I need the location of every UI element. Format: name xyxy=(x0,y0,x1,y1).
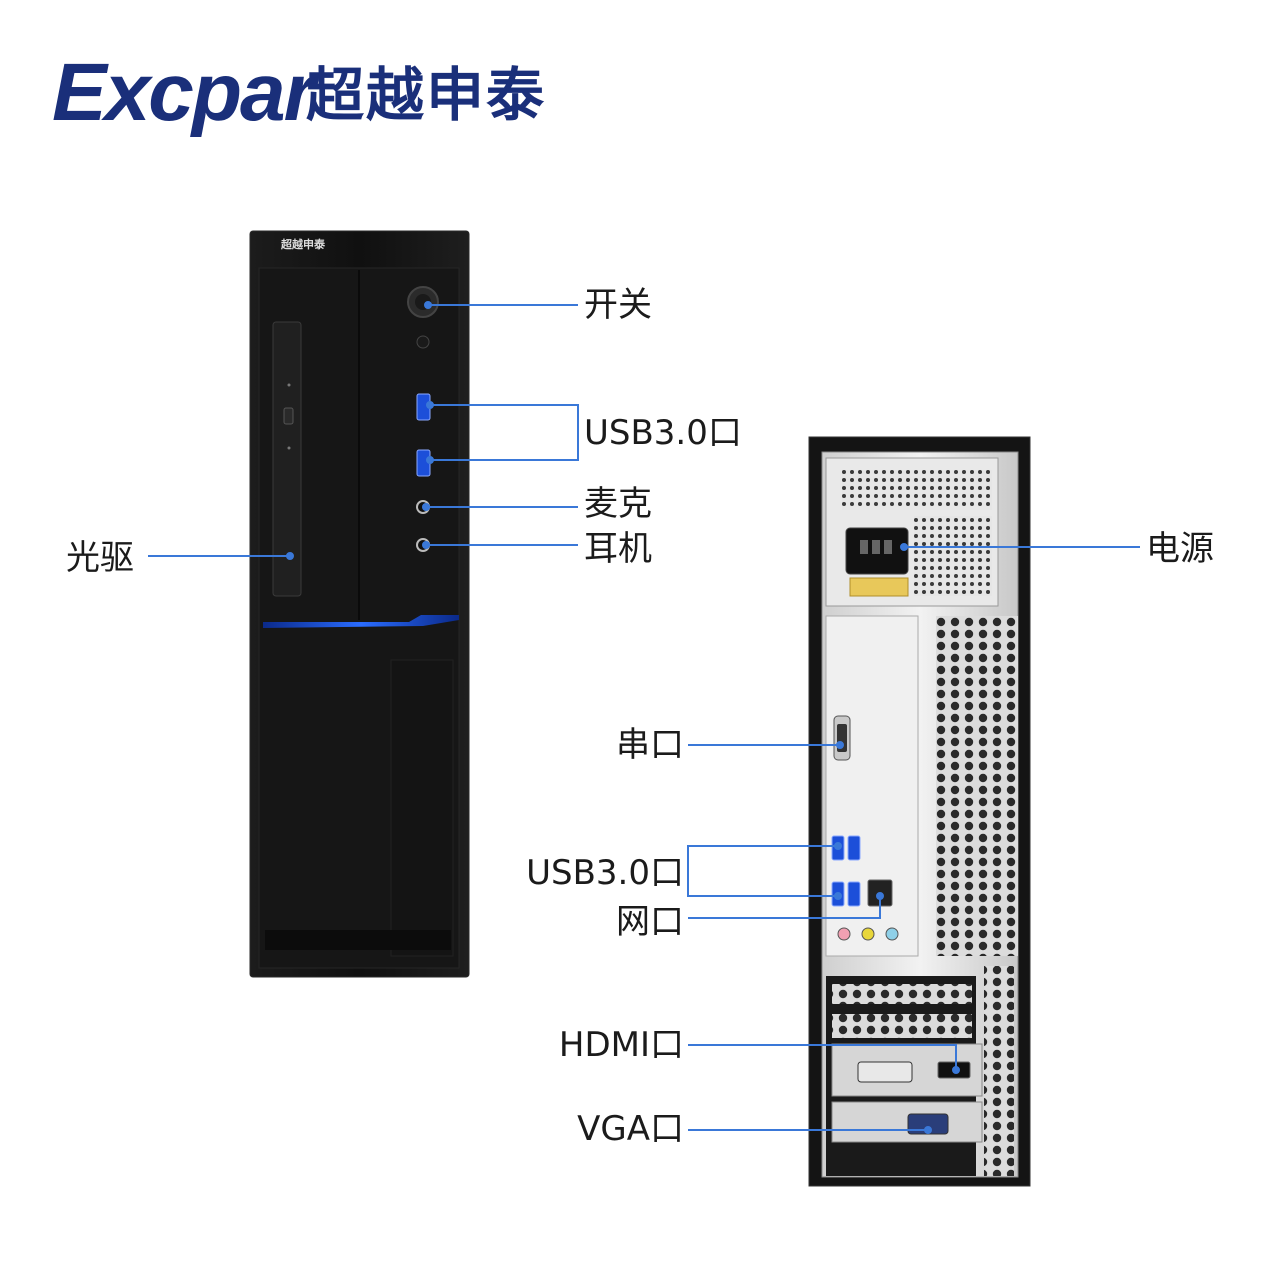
label-psu: 电源 xyxy=(1146,529,1214,569)
label-rear-usb: USB3.0口 xyxy=(526,853,684,893)
label-power: 开关 xyxy=(584,285,652,325)
front-case-illustration: 超越申泰 xyxy=(249,230,470,978)
label-optical-drive: 光驱 xyxy=(66,538,134,578)
label-front-usb: USB3.0口 xyxy=(584,413,742,453)
case-badge: 超越申泰 xyxy=(280,237,326,251)
brand-logo-cn: 超越申泰 xyxy=(306,61,547,129)
label-lan: 网口 xyxy=(616,902,684,942)
label-headphone: 耳机 xyxy=(584,529,652,569)
label-vga: VGA口 xyxy=(577,1109,684,1149)
label-hdmi: HDMI口 xyxy=(558,1025,684,1065)
label-mic: 麦克 xyxy=(584,484,652,524)
usb-port-icon xyxy=(847,835,861,861)
back-case-illustration xyxy=(808,436,1031,1187)
optical-drive-icon xyxy=(272,321,302,597)
brand-logo-en: Excpar xyxy=(52,47,316,138)
usb-port-icon xyxy=(847,881,861,907)
label-serial: 串口 xyxy=(616,725,684,765)
